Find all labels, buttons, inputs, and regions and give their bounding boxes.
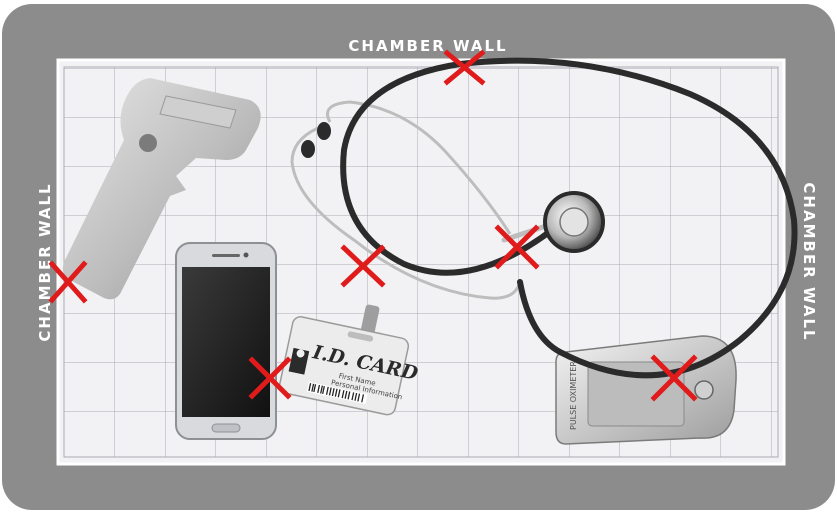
smartphone — [176, 243, 276, 439]
earpiece-1 — [317, 122, 331, 140]
oximeter-label: PULSE OXIMETER — [569, 361, 578, 430]
right-wall-label: CHAMBER WALL — [800, 182, 818, 341]
pulse-oximeter: PULSE OXIMETER — [556, 336, 736, 444]
earpiece-2 — [301, 140, 315, 158]
